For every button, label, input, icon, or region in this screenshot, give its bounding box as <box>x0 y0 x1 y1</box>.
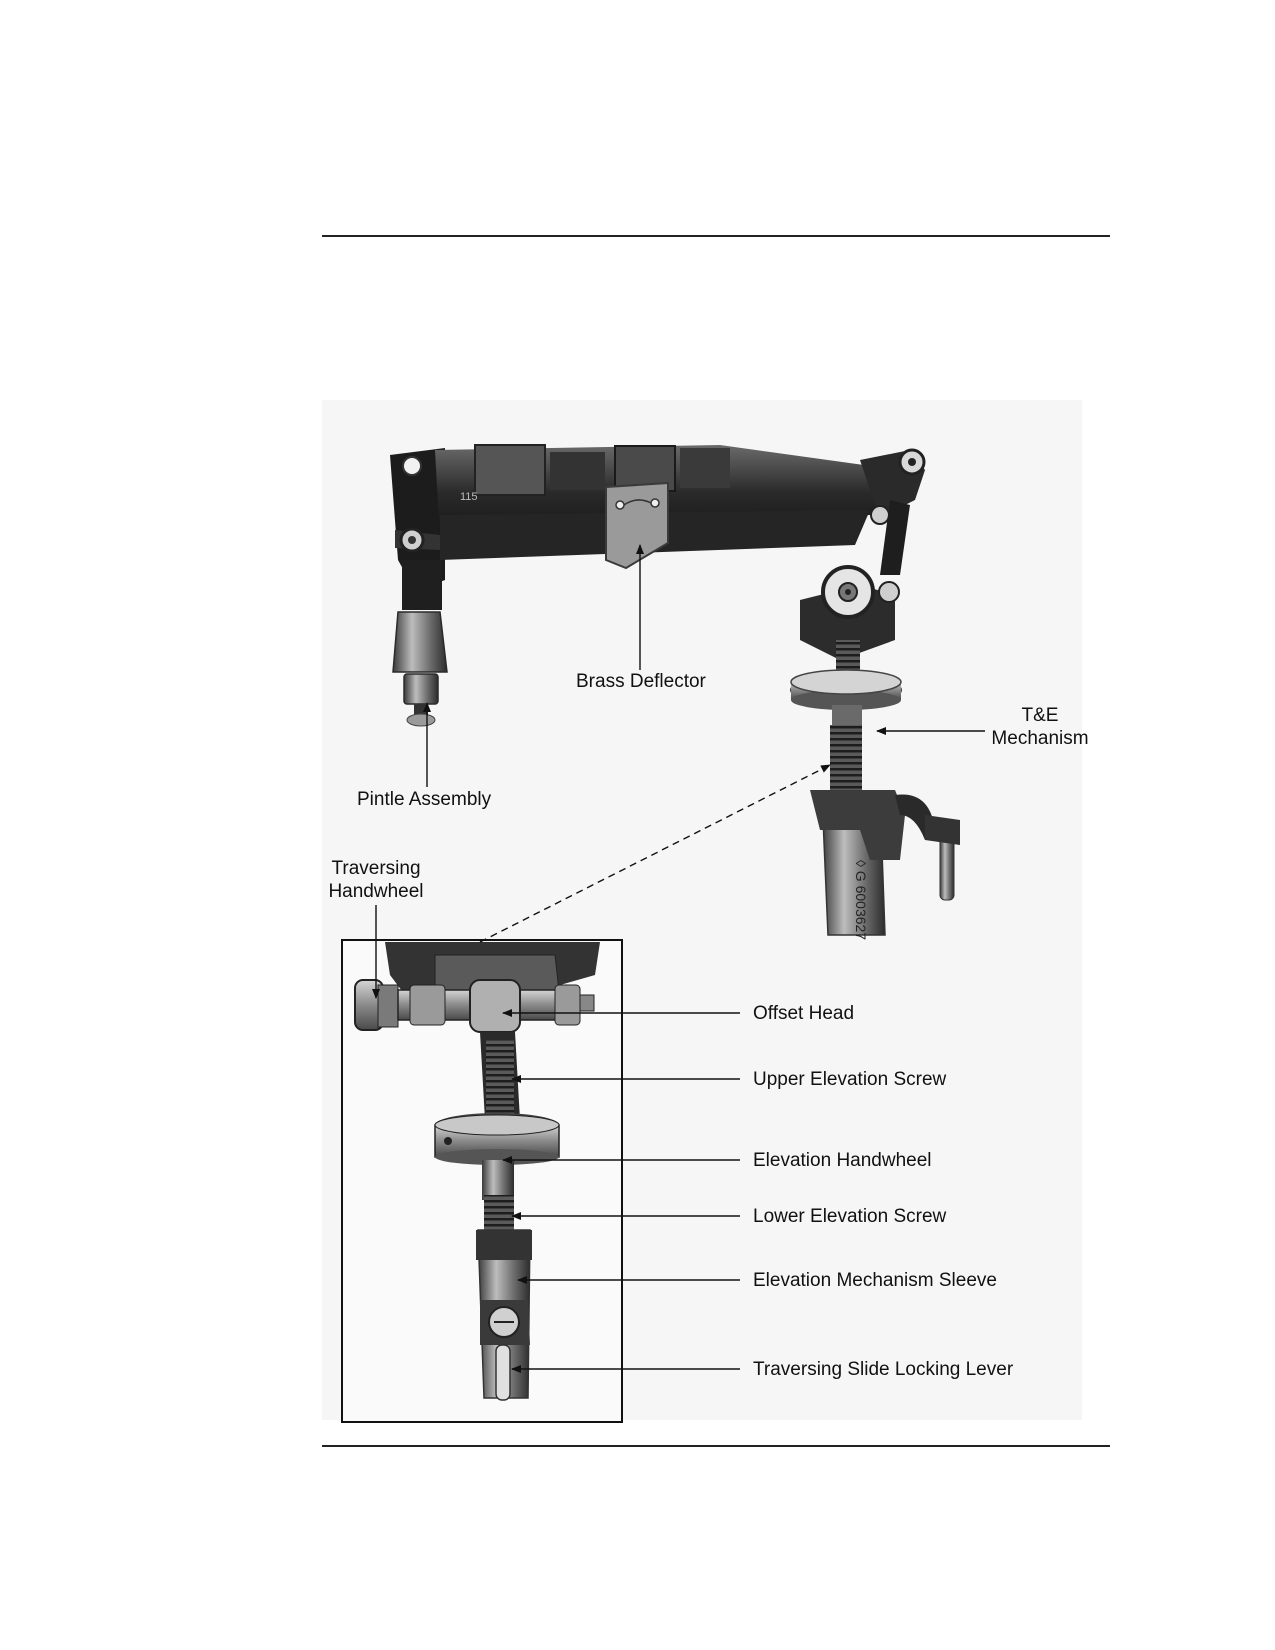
te-mechanism-label-line1: T&E <box>1021 705 1059 726</box>
te-mechanism-photo: ◊ G 6003627 <box>790 565 960 940</box>
traversing-handwheel-label: Traversing Handwheel <box>316 857 436 903</box>
traversing-handwheel-label-line1: Traversing <box>331 858 421 879</box>
leader-lines <box>372 544 985 1373</box>
bottom-rule <box>322 1445 1110 1447</box>
elevation-handwheel-label: Elevation Handwheel <box>753 1150 932 1171</box>
svg-text:◊ G 6003627: ◊ G 6003627 <box>853 860 869 940</box>
te-mechanism-label: T&E Mechanism <box>985 704 1095 750</box>
pintle-assembly-label: Pintle Assembly <box>357 789 492 810</box>
traversing-handwheel-label-line2: Handwheel <box>328 881 424 902</box>
cradle-number-engraving: 115 <box>460 491 478 503</box>
brass-deflector-plate <box>605 481 669 570</box>
traversing-slide-locking-lever-label: Traversing Slide Locking Lever <box>753 1359 1014 1380</box>
te-mechanism-detail <box>354 942 600 1401</box>
detail-pointer-dashed <box>479 764 831 943</box>
top-rule <box>322 235 1110 237</box>
lower-elevation-screw-label: Lower Elevation Screw <box>753 1206 947 1227</box>
elevation-mechanism-sleeve-label: Elevation Mechanism Sleeve <box>753 1270 997 1291</box>
offset-head-label: Offset Head <box>753 1003 855 1024</box>
pintle-assembly <box>392 560 448 727</box>
brass-deflector-label: Brass Deflector <box>576 671 706 692</box>
upper-elevation-screw-label: Upper Elevation Screw <box>753 1069 947 1090</box>
te-mechanism-label-line2: Mechanism <box>991 728 1089 749</box>
